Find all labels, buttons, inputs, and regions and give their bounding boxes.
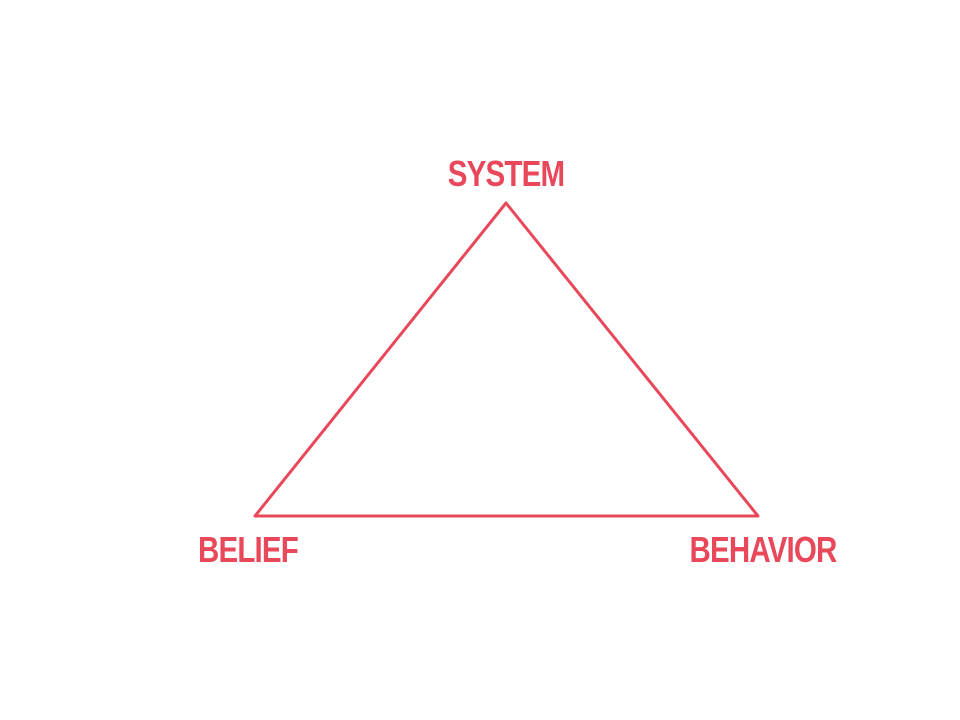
- vertex-label-behavior: BEHAVIOR: [689, 529, 837, 570]
- vertex-label-belief: BELIEF: [197, 529, 299, 570]
- vertex-label-system: SYSTEM: [447, 153, 565, 194]
- triangle-outline: [253, 201, 760, 518]
